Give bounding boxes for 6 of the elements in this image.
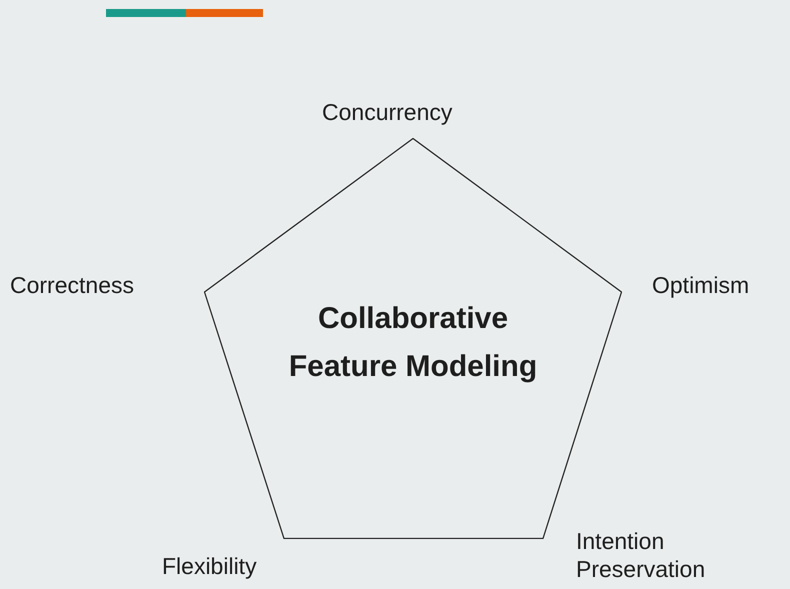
vertex-label: Flexibility xyxy=(162,552,257,580)
vertex-label: Concurrency xyxy=(322,98,452,126)
central-title: Collaborative Feature Modeling xyxy=(288,301,538,385)
vertex-label: Intention Preservation xyxy=(576,527,706,583)
vertex-label: Correctness xyxy=(10,271,134,299)
vertex-label: Optimism xyxy=(652,271,750,299)
